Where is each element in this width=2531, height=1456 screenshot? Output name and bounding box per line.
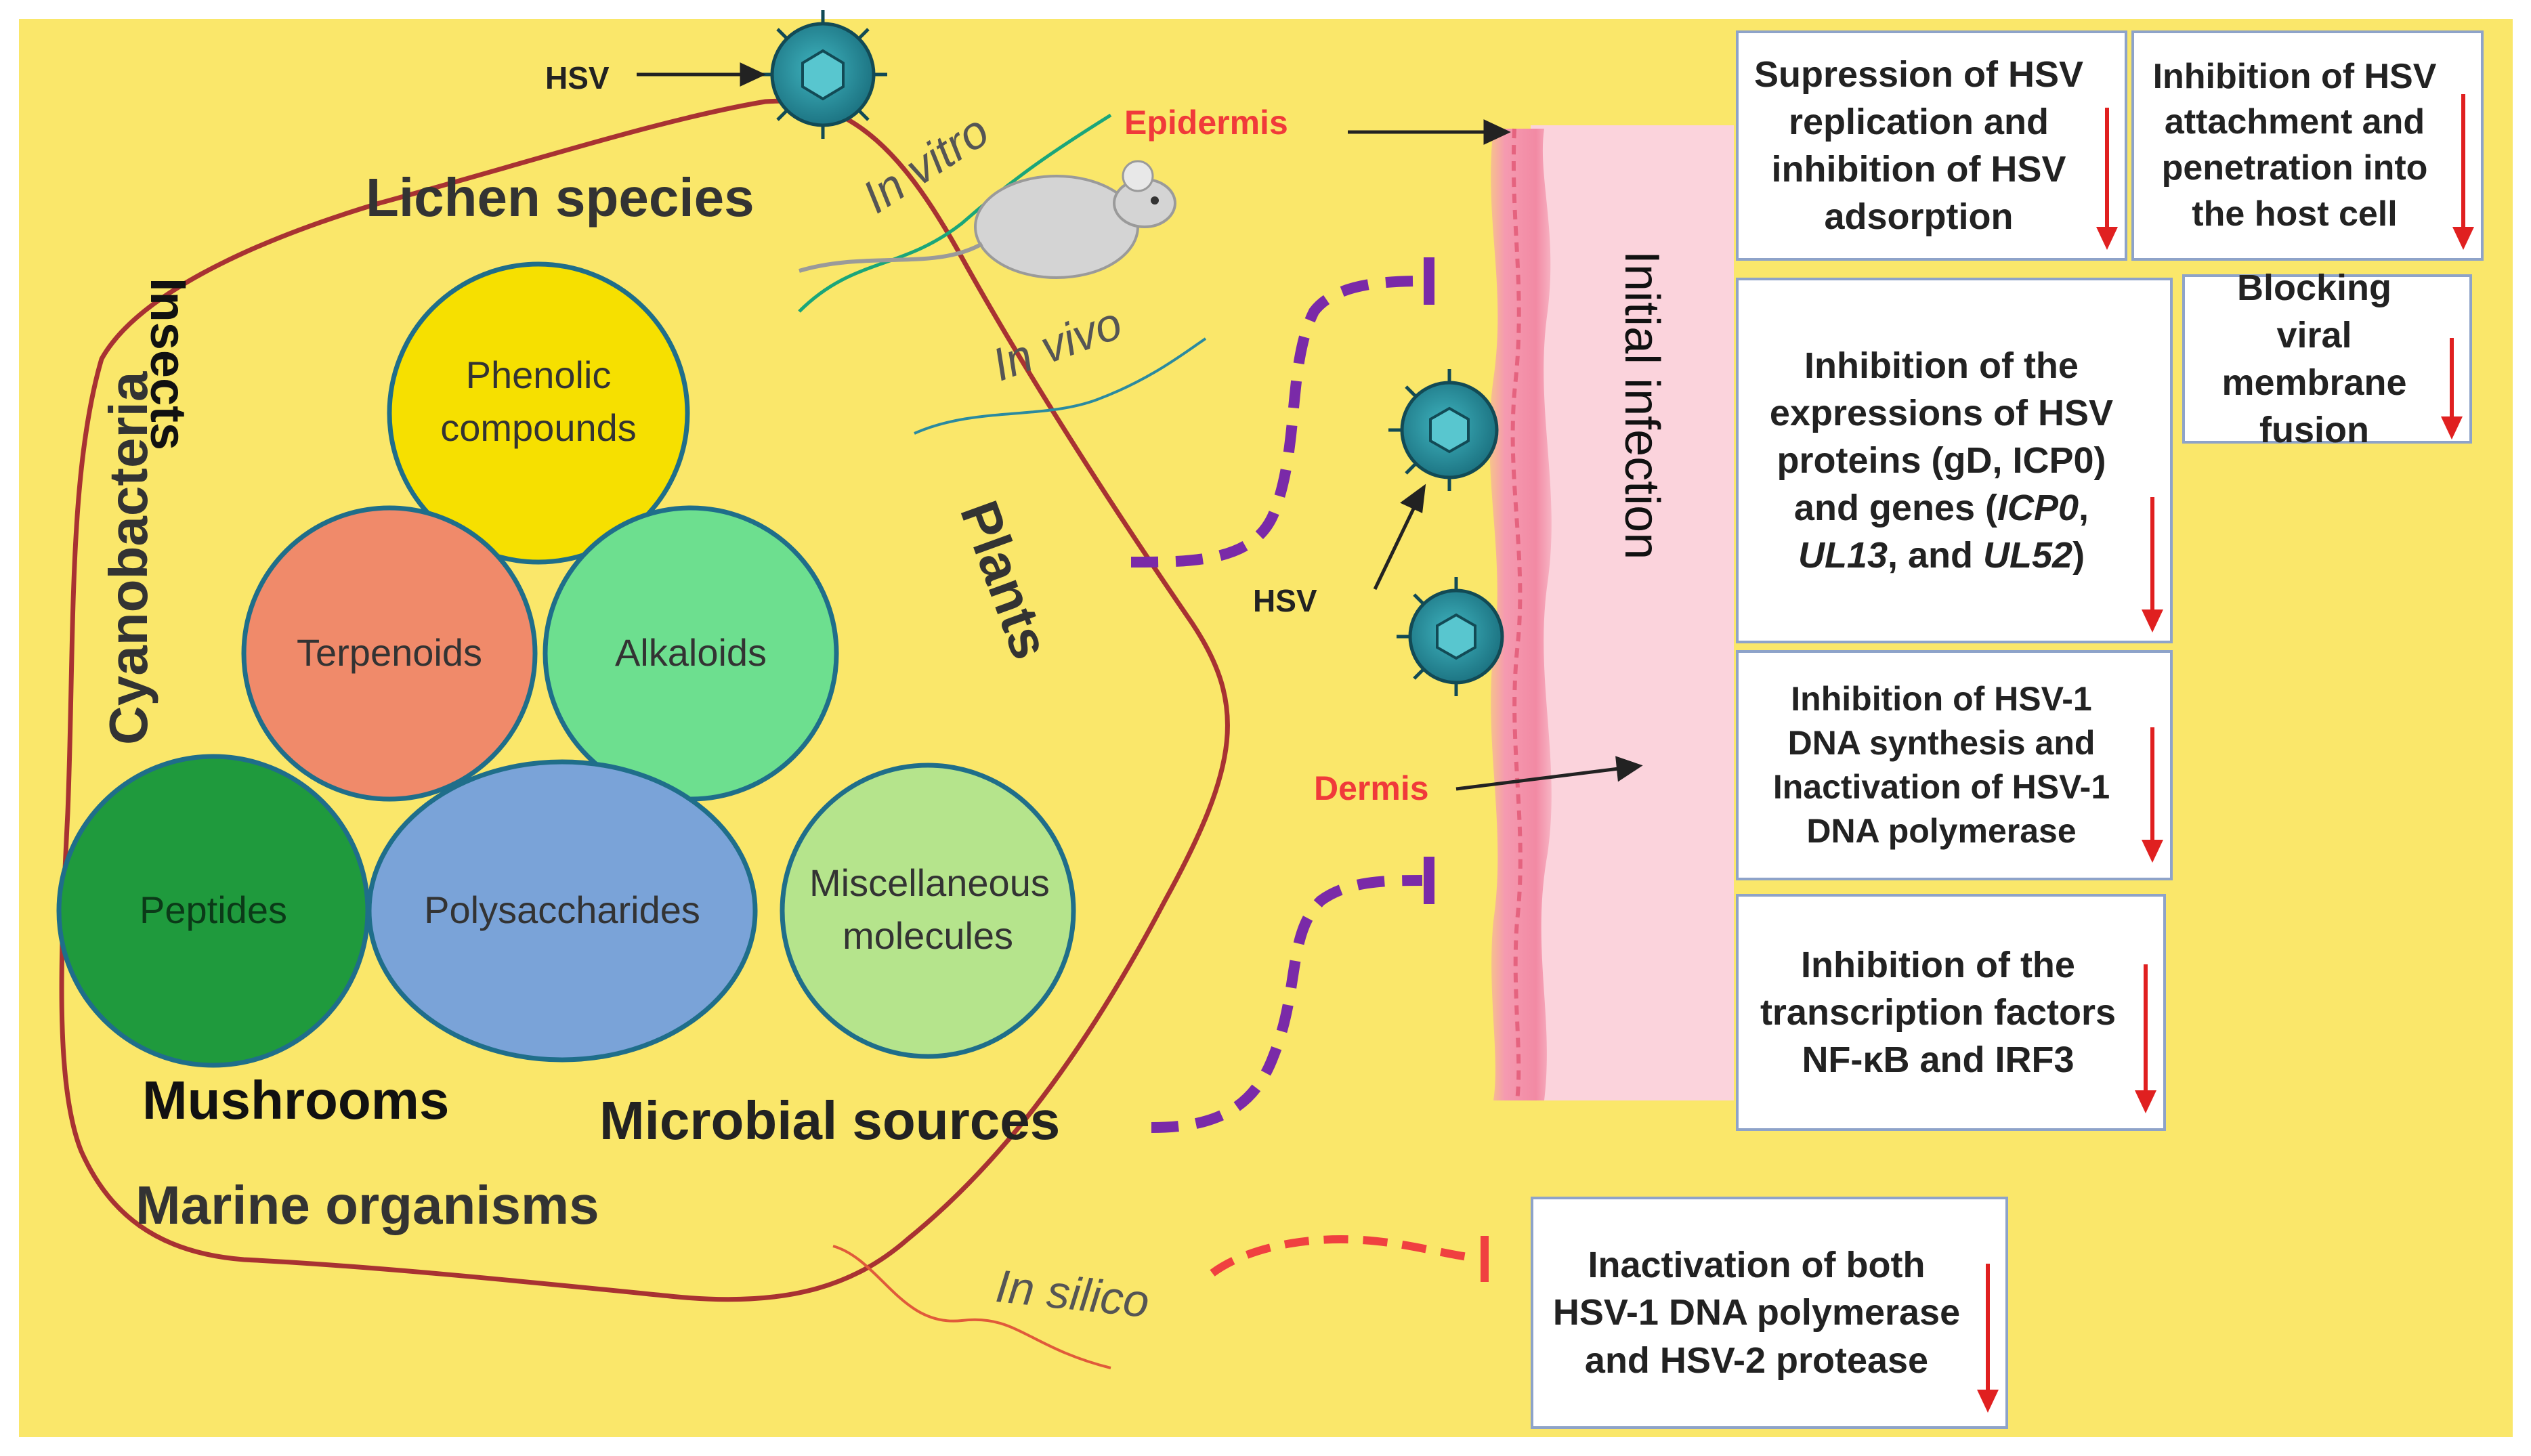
pointer-arrows: [637, 62, 1643, 791]
source-microbial: Microbial sources: [599, 1090, 1061, 1151]
source-lichen: Lichen species: [366, 167, 754, 228]
inhibition-arrow-icon: [1151, 875, 1423, 1133]
mechanism-box: Inhibition of HSV-1 DNA synthesis and In…: [1736, 650, 2173, 880]
down-arrow-icon: [2142, 727, 2163, 863]
sources-outline: [59, 98, 1230, 1302]
peptides-label: Peptides: [140, 888, 287, 931]
in-vitro-line: [798, 113, 1112, 313]
mechanism-box: Blocking viral membrane fusion: [2182, 267, 2472, 450]
source-marine: Marine organisms: [135, 1175, 599, 1235]
down-arrow-icon: [2452, 94, 2474, 250]
down-arrow-icon: [2096, 108, 2118, 250]
mechanism-text: Inhibition of the expressions of HSV pro…: [1769, 345, 2114, 576]
down-arrow-icon: [2441, 338, 2463, 440]
mechanism-text: Inhibition of the transcription factors …: [1760, 944, 2117, 1081]
mechanism-box: Supression of HSV replication and inhibi…: [1736, 30, 2127, 261]
hsv-label-top: HSV: [545, 60, 610, 95]
skin-layer-icon: [1489, 128, 1552, 1101]
mechanism-text: Supression of HSV replication and inhibi…: [1753, 53, 2084, 238]
alkaloids-label: Alkaloids: [614, 631, 767, 674]
mechanism-box: Inhibition of HSV attachment and penetra…: [2131, 30, 2484, 261]
miscellaneous-circle: [780, 763, 1076, 1059]
epidermis-label: Epidermis: [1124, 104, 1288, 142]
source-mushrooms: Mushrooms: [142, 1070, 450, 1130]
phenolic-label: Phenolic compounds: [440, 354, 637, 450]
mechanism-text: Inactivation of both HSV-1 DNA polymeras…: [1552, 1245, 1961, 1381]
mechanism-box: Inactivation of both HSV-1 DNA polymeras…: [1531, 1197, 2008, 1429]
phenolic-circle: [387, 261, 690, 565]
miscellaneous-label: Miscellaneous molecules: [809, 861, 1050, 958]
source-cyanobacteria: Cyanobacteria: [98, 371, 158, 745]
mechanism-text: Blocking viral membrane fusion: [2221, 267, 2407, 451]
hsv-label-mid: HSV: [1253, 583, 1317, 618]
in-vivo-line: [914, 337, 1207, 435]
dermis-label: Dermis: [1314, 769, 1429, 807]
mouse-icon: [799, 160, 1176, 279]
inhibition-arrow-icon: [1130, 276, 1423, 568]
mechanism-box: Inhibition of the transcription factors …: [1736, 894, 2166, 1131]
initial-infection-label: Initial infection: [1615, 251, 1669, 560]
polysaccharides-circle: [366, 759, 758, 1063]
mechanism-text: Inhibition of HSV attachment and penetra…: [2152, 56, 2437, 234]
down-arrow-icon: [2135, 964, 2156, 1113]
inhibition-arrow-icon: [1210, 1235, 1477, 1277]
terpenoids-label: Terpenoids: [297, 631, 482, 674]
mechanism-text: Inhibition of HSV-1 DNA synthesis and In…: [1772, 680, 2110, 850]
terpenoids-circle: [241, 505, 538, 802]
hsv-virus-icon: [759, 10, 887, 139]
polysaccharides-label: Polysaccharides: [424, 888, 700, 931]
down-arrow-icon: [2142, 497, 2163, 633]
hsv-virus-icon: [1397, 577, 1504, 696]
down-arrow-icon: [1977, 1264, 1999, 1413]
mechanism-box: Inhibition of the expressions of HSV pro…: [1736, 278, 2173, 643]
in-silico-line: [832, 1245, 1111, 1369]
hsv-virus-icon: [1388, 369, 1499, 491]
infection-zone: [1531, 125, 1734, 1100]
